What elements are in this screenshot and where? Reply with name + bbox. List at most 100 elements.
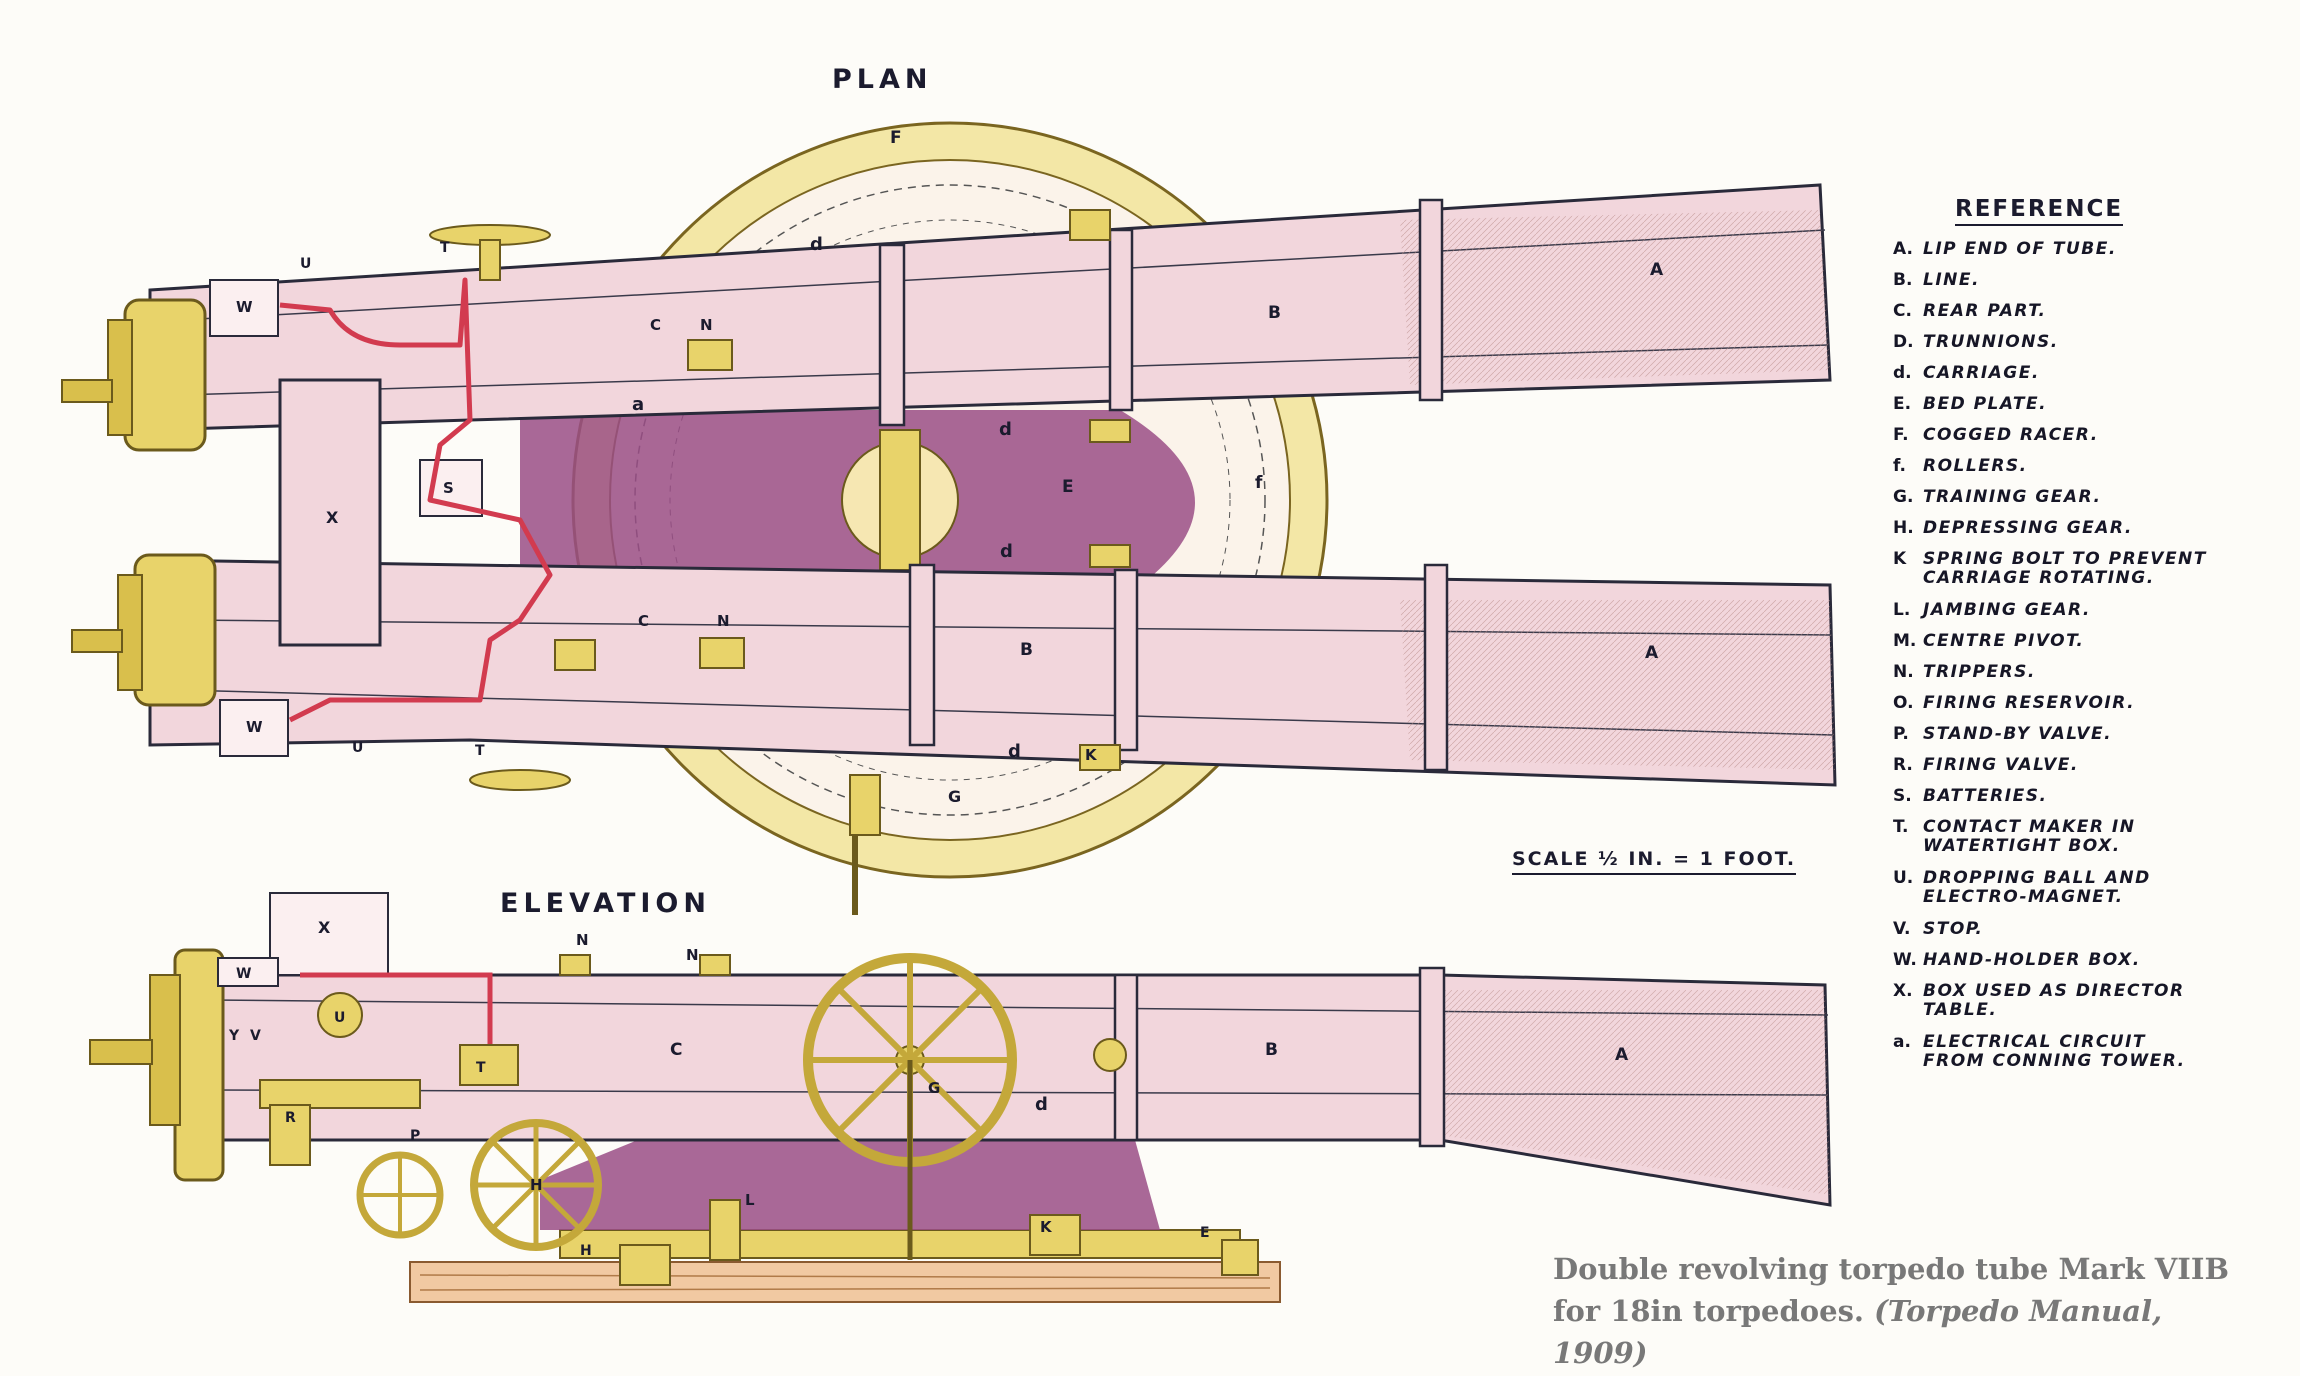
reference-text: BED PLATE. xyxy=(1923,394,2048,414)
label-V-elev: V xyxy=(250,1028,261,1044)
reference-text: SPRING BOLT TO PREVENT CARRIAGE ROTATING… xyxy=(1923,549,2207,588)
reference-text: LIP END OF TUBE. xyxy=(1923,239,2117,259)
reference-key: T. xyxy=(1893,817,1909,837)
reference-item: H.DEPRESSING GEAR. xyxy=(1893,519,2293,550)
reference-item: B.LINE. xyxy=(1893,271,2293,302)
reference-text: DROPPING BALL AND ELECTRO-MAGNET. xyxy=(1923,868,2151,907)
reference-key: C. xyxy=(1893,301,1912,321)
reference-text: LINE. xyxy=(1923,270,1980,290)
reference-text: FIRING VALVE. xyxy=(1923,755,2079,775)
label-S-plan: S xyxy=(443,479,454,497)
reference-item: M.CENTRE PIVOT. xyxy=(1893,632,2293,663)
label-H-wheel: H xyxy=(530,1176,543,1194)
reference-item: L.JAMBING GEAR. xyxy=(1893,601,2293,632)
reference-text: BOX USED AS DIRECTOR TABLE. xyxy=(1923,981,2185,1020)
reference-item: K SPRING BOLT TO PREVENT CARRIAGE ROTATIN… xyxy=(1893,550,2293,601)
reference-item: N.TRIPPERS. xyxy=(1893,663,2293,694)
reference-item: a. ELECTRICAL CIRCUIT FROM CONNING TOWER. xyxy=(1893,1033,2293,1084)
reference-text: STAND-BY VALVE. xyxy=(1923,724,2113,744)
electrical-circuit xyxy=(279,277,553,723)
reference-text: FIRING RESERVOIR. xyxy=(1923,693,2136,713)
small-handwheel xyxy=(356,1151,444,1239)
breech-lower xyxy=(71,553,217,707)
label-d-4: d xyxy=(1008,741,1021,762)
hand-holder-box-lower xyxy=(219,699,289,757)
reference-item: T. CONTACT MAKER IN WATERTIGHT BOX. xyxy=(1893,818,2293,869)
reference-text: REAR PART. xyxy=(1923,301,2047,321)
breech-upper xyxy=(61,298,207,452)
reference-key: W. xyxy=(1893,950,1917,970)
label-G: G xyxy=(948,787,961,806)
label-Y-elev: Y xyxy=(228,1028,240,1044)
reference-key: E. xyxy=(1893,394,1912,414)
label-d-1: d xyxy=(810,234,823,255)
reference-key: f. xyxy=(1893,456,1906,476)
label-E-elev: E xyxy=(1200,1225,1210,1241)
reference-key: D. xyxy=(1893,332,1914,352)
reference-key: M. xyxy=(1893,631,1917,651)
reference-item: X. BOX USED AS DIRECTOR TABLE. xyxy=(1893,982,2293,1033)
reference-key: d. xyxy=(1893,363,1912,383)
plan-view: A B C N F d a E f A B C N d d d G K W W … xyxy=(61,121,1837,915)
label-C-lower: C xyxy=(638,612,649,630)
reference-key: X. xyxy=(1893,981,1913,1001)
reference-text: CARRIAGE. xyxy=(1923,363,2040,383)
reference-text: CONTACT MAKER IN WATERTIGHT BOX. xyxy=(1923,817,2136,856)
depressing-handwheel xyxy=(470,1119,602,1251)
reference-legend: REFERENCE A. LIP END OF TUBE. B.LINE.C. REA… xyxy=(1893,196,2293,1084)
reference-key: F. xyxy=(1893,425,1909,445)
label-B-lower: B xyxy=(1020,640,1033,660)
label-B-upper: B xyxy=(1268,303,1281,323)
hand-holder-box-upper xyxy=(209,279,279,337)
reference-key: G. xyxy=(1893,487,1914,507)
reference-key: a. xyxy=(1893,1032,1911,1052)
label-W-lower: W xyxy=(246,718,263,736)
reference-item: S.BATTERIES. xyxy=(1893,787,2293,818)
label-d-elev: d xyxy=(1035,1094,1048,1115)
reference-text: BATTERIES. xyxy=(1923,786,2048,806)
label-f: f xyxy=(1255,473,1263,493)
reference-key: A. xyxy=(1893,239,1913,259)
label-a-1: a xyxy=(632,394,644,415)
label-R-elev: R xyxy=(285,1110,296,1126)
label-C-upper: C xyxy=(650,316,661,334)
reference-item: d. CARRIAGE. xyxy=(1893,364,2293,395)
reference-list: A. LIP END OF TUBE. B.LINE.C. REAR PART. D. T… xyxy=(1893,240,2293,1084)
label-A-lower: A xyxy=(1645,643,1659,663)
reference-text: TRUNNIONS. xyxy=(1923,332,2059,352)
reference-key: L. xyxy=(1893,600,1911,620)
label-A-elev: A xyxy=(1615,1045,1629,1065)
label-A-upper: A xyxy=(1650,260,1664,280)
reference-item: V. STOP. xyxy=(1893,920,2293,951)
reference-title: REFERENCE xyxy=(1955,196,2124,226)
label-X-elev: X xyxy=(318,918,331,937)
label-U-lower: U xyxy=(352,740,363,756)
label-N-upper: N xyxy=(700,316,713,334)
label-d-2: d xyxy=(999,419,1012,440)
caption-source: (Torpedo Manual, 1909) xyxy=(1553,1294,2163,1370)
label-K-plan: K xyxy=(1085,746,1098,764)
label-B-elev: B xyxy=(1265,1040,1278,1060)
reference-key: K xyxy=(1893,549,1907,569)
label-W-elev: W xyxy=(236,966,251,982)
label-X-plan: X xyxy=(326,508,339,527)
director-table-elevation xyxy=(269,892,389,976)
reference-item: R.FIRING VALVE. xyxy=(1893,756,2293,787)
label-K-elev: K xyxy=(1040,1218,1053,1236)
reference-key: O. xyxy=(1893,693,1914,713)
reference-item: P.STAND-BY VALVE. xyxy=(1893,725,2293,756)
label-E: E xyxy=(1062,477,1074,497)
label-T-elev: T xyxy=(476,1060,486,1076)
reference-item: G. TRAINING GEAR. xyxy=(1893,488,2293,519)
reference-text: STOP. xyxy=(1923,919,1984,939)
reference-text: ELECTRICAL CIRCUIT FROM CONNING TOWER. xyxy=(1923,1032,2186,1071)
label-T-upper: T xyxy=(440,240,450,256)
label-L: L xyxy=(745,1191,755,1209)
reference-text: HAND-HOLDER BOX. xyxy=(1923,950,2141,970)
reference-key: V. xyxy=(1893,919,1911,939)
label-G-elev: G xyxy=(928,1079,940,1097)
wood-base xyxy=(409,1261,1281,1303)
caption-line-1: Double revolving torpedo tube Mark VIIB xyxy=(1553,1252,2229,1286)
reference-text: TRAINING GEAR. xyxy=(1923,487,2102,507)
reference-item: O. FIRING RESERVOIR. xyxy=(1893,694,2293,725)
